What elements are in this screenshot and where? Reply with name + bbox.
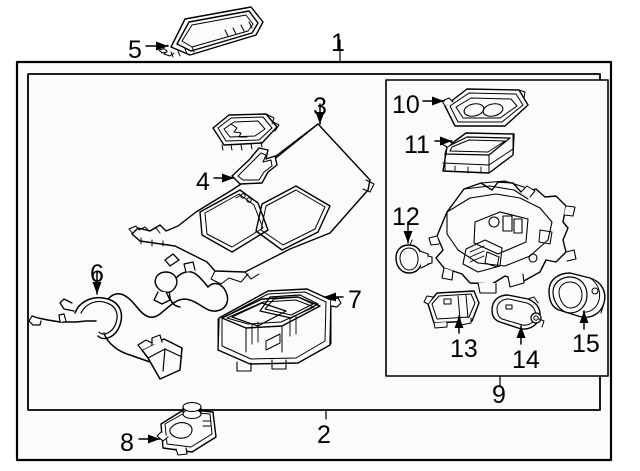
shift-side-bracket <box>231 147 278 185</box>
leader-lines <box>92 39 589 444</box>
callout-11: 11 <box>404 131 430 159</box>
callout-9: 9 <box>492 381 506 409</box>
callout-1: 1 <box>331 29 345 57</box>
callout-15: 15 <box>572 330 600 358</box>
armrest-lid-cover <box>441 88 529 127</box>
callout-8: 8 <box>120 429 134 457</box>
console-insert-tray <box>441 132 515 174</box>
callout-3: 3 <box>313 93 327 121</box>
callout-10: 10 <box>392 91 420 119</box>
console-wire-harness <box>28 253 229 380</box>
mounting-bracket <box>423 290 480 329</box>
latch-striker <box>491 294 545 330</box>
callout-14: 14 <box>512 346 540 374</box>
rear-console-trim-strip <box>158 6 264 58</box>
console-control-module <box>156 401 217 456</box>
callout-13: 13 <box>450 335 478 363</box>
callout-4: 4 <box>196 168 210 196</box>
console-storage-tray <box>217 288 342 372</box>
callout-12: 12 <box>392 203 420 231</box>
cup-holder-insert <box>548 272 606 318</box>
callout-5: 5 <box>128 36 142 64</box>
callout-2: 2 <box>317 421 331 449</box>
console-main-body <box>428 180 577 294</box>
power-outlet-socket <box>395 239 433 274</box>
callout-6: 6 <box>90 260 104 288</box>
callout-7: 7 <box>348 286 362 314</box>
shift-trim-pad <box>212 113 280 151</box>
